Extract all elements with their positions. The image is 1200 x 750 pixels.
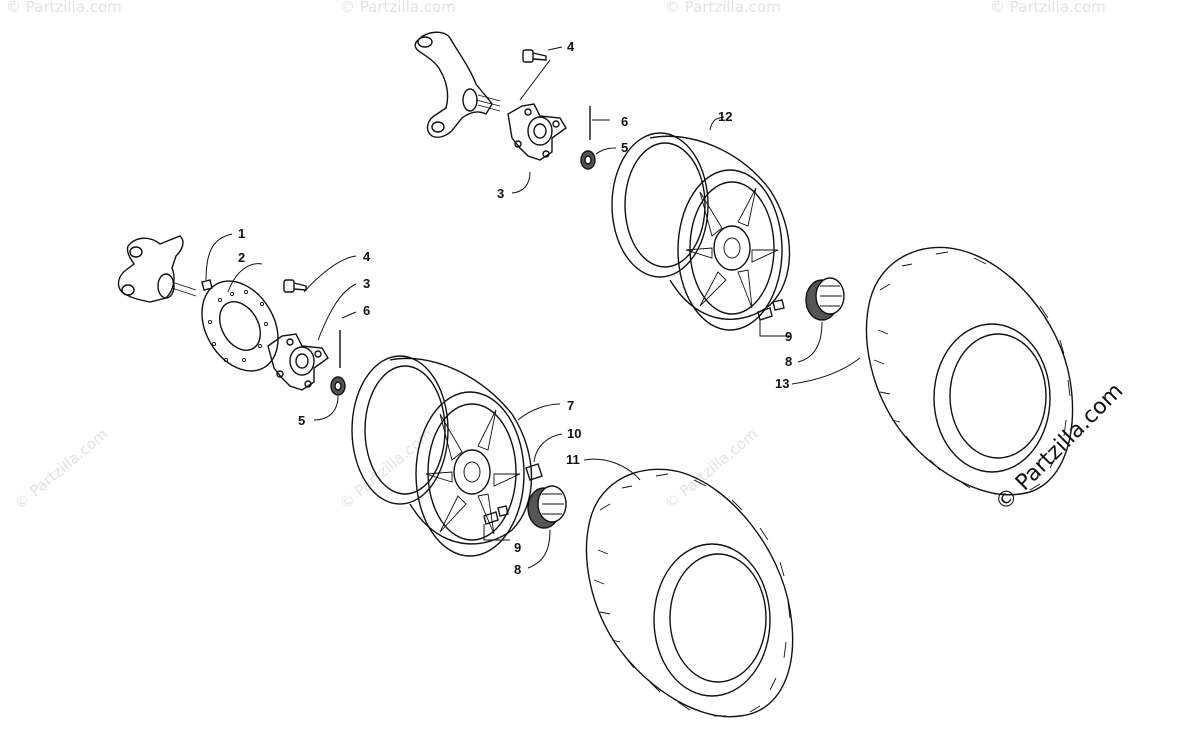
callout-8-upper: 8: [785, 354, 792, 369]
callout-13: 13: [775, 376, 789, 391]
leader-line: [483, 524, 510, 541]
leader-line: [317, 283, 357, 341]
lower-steering-knuckle: [117, 235, 197, 303]
lower-tire: [585, 468, 794, 718]
watermark: © Partzilla.com: [661, 425, 761, 513]
rotor-screw: [201, 279, 213, 291]
upper-tire: [865, 246, 1074, 496]
callout-5-lower: 5: [298, 413, 305, 428]
lower-wheel-bolt: [283, 279, 307, 293]
watermark: © Partzilla.com: [340, 0, 456, 16]
upper-wheel-hub: [507, 103, 567, 161]
callout-9-lower: 9: [514, 540, 521, 555]
leader-line: [527, 529, 551, 569]
upper-steering-knuckle: [414, 31, 501, 138]
callout-6-upper: 6: [621, 114, 628, 129]
watermark: © Partzilla.com: [990, 0, 1106, 16]
lower-axle-nut: [330, 376, 346, 396]
lower-hub-cap: [527, 485, 567, 529]
callout-2: 2: [238, 250, 245, 265]
watermark: © Partzilla.com: [11, 425, 111, 513]
brand-watermark: © Partzilla.com: [991, 379, 1129, 517]
upper-hub-cap: [805, 277, 845, 321]
upper-valve-stem: [757, 299, 785, 321]
callout-3-lower: 3: [363, 276, 370, 291]
leader-line: [511, 171, 531, 194]
callout-4-lower: 4: [363, 249, 371, 264]
leader-line: [313, 395, 339, 421]
callout-10: 10: [567, 426, 581, 441]
callout-4-upper: 4: [567, 39, 575, 54]
lug-nut: [525, 463, 543, 481]
leader-line: [759, 320, 790, 337]
leader-line: [227, 263, 263, 293]
callout-7: 7: [567, 398, 574, 413]
leader-line: [205, 233, 233, 281]
lower-valve-stem: [483, 505, 509, 525]
lower-wheel-hub: [267, 333, 329, 391]
leader-line: [533, 433, 563, 463]
callout-6-lower: 6: [363, 303, 370, 318]
leader-line: [341, 311, 357, 319]
leader-line: [547, 46, 563, 51]
leader-line: [583, 458, 641, 481]
upper-wheel-rim: [611, 132, 791, 331]
lower-wheel-rim: [351, 355, 533, 557]
leader-line: [303, 255, 357, 293]
leader-line: [791, 357, 861, 385]
callout-9-upper: 9: [785, 329, 792, 344]
callout-labels: 4 6 5 3 12 9 8 13 1 2 4 3 6 5 7 10 11 9 …: [238, 39, 792, 577]
watermark-layer: © Partzilla.com © Partzilla.com © Partzi…: [6, 0, 1106, 513]
leader-line: [519, 59, 551, 101]
leader-line: [709, 116, 725, 131]
upper-wheel-bolt: [522, 49, 547, 63]
callout-5-upper: 5: [621, 140, 628, 155]
upper-axle-nut: [580, 150, 596, 170]
callout-1: 1: [238, 226, 245, 241]
watermark: © Partzilla.com: [6, 0, 122, 16]
callout-8-lower: 8: [514, 562, 521, 577]
callout-12: 12: [718, 109, 732, 124]
watermark: © Partzilla.com: [665, 0, 781, 16]
leader-line: [797, 321, 823, 363]
leader-line: [517, 403, 561, 421]
callout-3-upper: 3: [497, 186, 504, 201]
leader-line: [595, 147, 617, 155]
callout-11: 11: [566, 452, 580, 467]
brake-rotor: [201, 280, 279, 372]
